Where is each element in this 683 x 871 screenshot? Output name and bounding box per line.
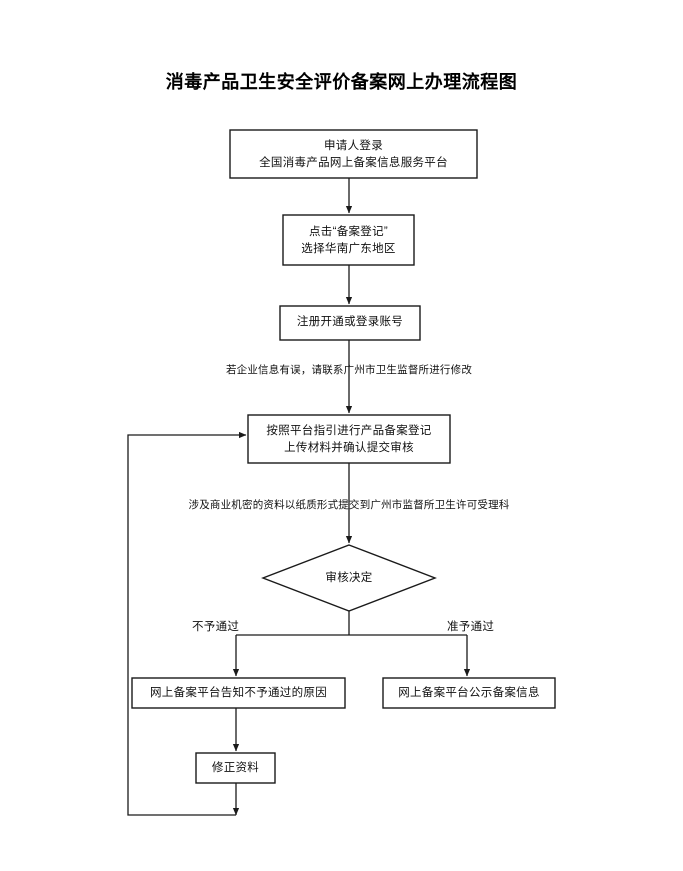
node-label-n2-line2: 选择华南广东地区 xyxy=(301,243,396,255)
note-company-info: 若企业信息有误，请联系广州市卫生监督所进行修改 xyxy=(225,364,473,376)
node-label-n6-line1: 网上备案平台告知不予通过的原因 xyxy=(150,687,327,699)
node-label-n7-line1: 网上备案平台公示备案信息 xyxy=(398,687,540,699)
node-label-n3-line1: 注册开通或登录账号 xyxy=(296,316,404,328)
node-label-n2-line1: 点击“备案登记” xyxy=(308,226,389,238)
edge-label-approve: 准予通过 xyxy=(447,621,495,633)
node-label-n3: 注册开通或登录账号 xyxy=(280,314,420,331)
node-shape-n4 xyxy=(247,414,451,464)
edge-loop-return xyxy=(127,431,247,816)
node-label-n6: 网上备案平台告知不予通过的原因 xyxy=(132,685,345,702)
node-label-n8-line1: 修正资料 xyxy=(211,762,260,774)
edge-label-reject: 不予通过 xyxy=(192,621,240,633)
node-shape-n8 xyxy=(195,752,276,784)
node-label-n7: 网上备案平台公示备案信息 xyxy=(383,685,555,702)
node-label-n1-line2: 全国消毒产品网上备案信息服务平台 xyxy=(259,157,448,169)
node-label-n4: 按照平台指引进行产品备案登记 上传材料并确认提交审核 xyxy=(248,423,450,457)
node-shape-n7 xyxy=(382,677,556,709)
node-label-n4-line1: 按照平台指引进行产品备案登记 xyxy=(266,425,432,437)
node-label-n1: 申请人登录 全国消毒产品网上备案信息服务平台 xyxy=(230,138,477,172)
node-label-n8: 修正资料 xyxy=(196,760,275,777)
node-shape-n3 xyxy=(279,305,421,341)
node-label-decision: 审核决定 xyxy=(263,570,435,587)
node-label-n4-line2: 上传材料并确认提交审核 xyxy=(284,442,414,454)
page-title: 消毒产品卫生安全评价备案网上办理流程图 xyxy=(165,72,518,92)
node-shape-n6 xyxy=(131,677,346,709)
node-label-n1-line1: 申请人登录 xyxy=(324,140,383,152)
node-shape-n1 xyxy=(229,129,478,179)
node-label-n2: 点击“备案登记” 选择华南广东地区 xyxy=(283,224,414,258)
note-confidential-materials: 涉及商业机密的资料以纸质形式提交到广州市监督所卫生许可受理科 xyxy=(188,499,510,511)
node-label-decision-line1: 审核决定 xyxy=(325,572,373,584)
